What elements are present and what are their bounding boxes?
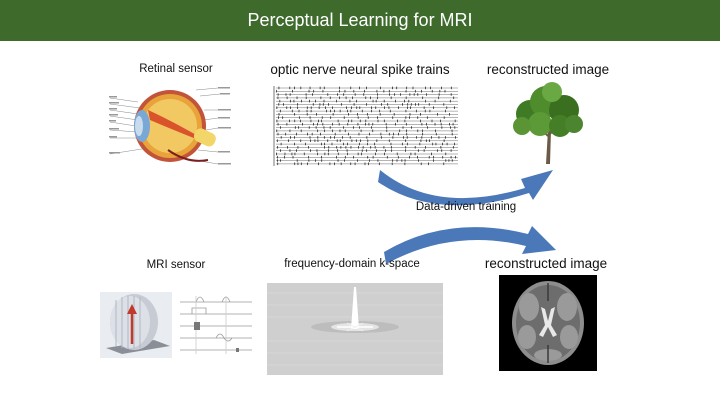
spike-train-raster [270, 84, 460, 166]
eye-anatomy-diagram [108, 80, 234, 176]
brain-mri-image [499, 275, 597, 371]
retinal-sensor-label: Retinal sensor [139, 63, 213, 75]
curved-arrow-bottom [384, 226, 556, 264]
spike-trains-label: optic nerve neural spike trains [270, 62, 450, 77]
mri-scanner-image [100, 292, 172, 358]
training-label: Data-driven training [415, 201, 517, 213]
curved-arrow-top [378, 170, 553, 206]
mri-sensor-label: MRI sensor [146, 259, 206, 271]
k-space-label: frequency-domain k-space [284, 258, 420, 270]
bottom-reconstructed-label: reconstructed image [484, 256, 608, 271]
tree-image [508, 80, 586, 164]
k-space-image [267, 283, 443, 375]
title-bar: Perceptual Learning for MRI [0, 0, 720, 41]
top-reconstructed-label: reconstructed image [486, 62, 610, 77]
pulse-sequence-diagram [176, 294, 254, 358]
page-title: Perceptual Learning for MRI [247, 10, 473, 30]
